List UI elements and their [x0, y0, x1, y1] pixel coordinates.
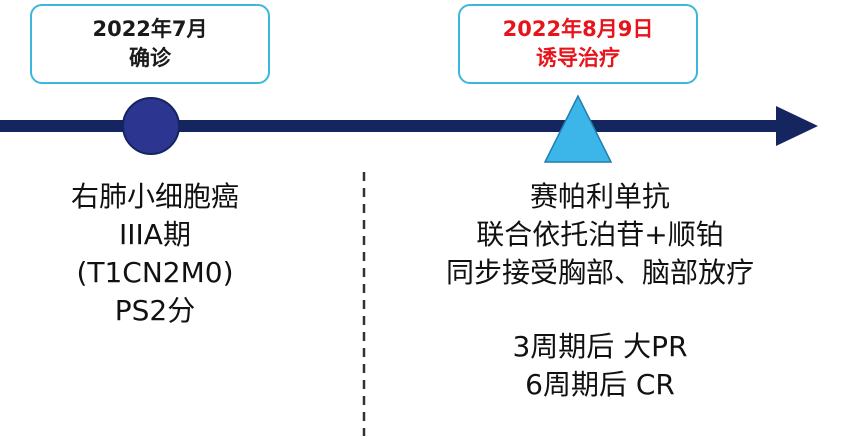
- treatment-date-box: 2022年8月9日 诱导治疗: [458, 4, 698, 84]
- diagnosis-date: 2022年7月: [92, 17, 208, 41]
- outcome-line: 6周期后 CR: [525, 368, 675, 401]
- diagnosis-label: 确诊: [129, 46, 171, 70]
- detail-line: (T1CN2M0): [76, 256, 234, 289]
- timeline-arrowhead: [776, 106, 818, 146]
- detail-line: 同步接受胸部、脑部放疗: [445, 256, 754, 289]
- spacer: [380, 292, 820, 328]
- treatment-marker-triangle: [543, 94, 613, 163]
- outcome-line: 3周期后 大PR: [512, 330, 688, 363]
- diagnosis-date-box: 2022年7月 确诊: [30, 4, 270, 84]
- detail-line: 赛帕利单抗: [529, 180, 670, 213]
- detail-line: IIIA期: [119, 218, 191, 251]
- diagnosis-marker-circle: [122, 97, 180, 155]
- detail-line: PS2分: [114, 294, 196, 327]
- treatment-label: 诱导治疗: [536, 46, 620, 70]
- treatment-details: 赛帕利单抗 联合依托泊苷+顺铂 同步接受胸部、脑部放疗 3周期后 大PR 6周期…: [380, 178, 820, 404]
- treatment-date: 2022年8月9日: [502, 17, 654, 41]
- diagnosis-details: 右肺小细胞癌 IIIA期 (T1CN2M0) PS2分: [20, 178, 290, 330]
- detail-line: 右肺小细胞癌: [70, 180, 239, 213]
- detail-line: 联合依托泊苷+顺铂: [476, 218, 724, 251]
